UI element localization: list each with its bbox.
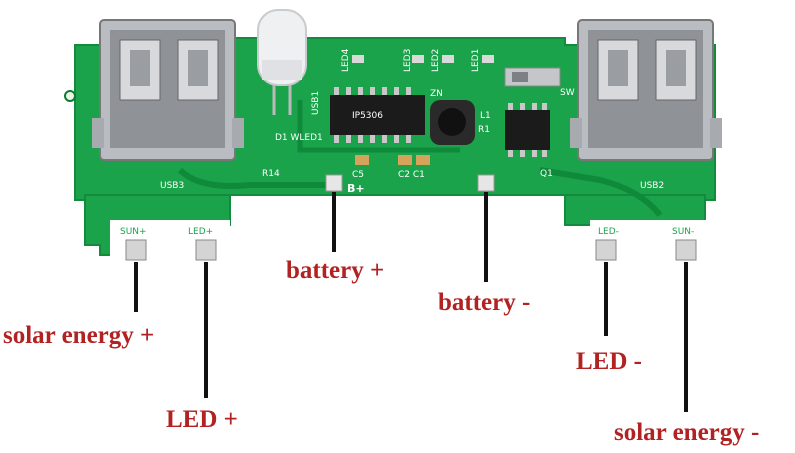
label-led-plus: LED + [166, 406, 238, 433]
pcb-trace-right [539, 167, 663, 217]
inductor [430, 100, 475, 145]
pcb-trace-mid [297, 100, 460, 153]
silk-sw: SW [560, 88, 575, 98]
silk-led3: LED3 [403, 49, 413, 72]
silk-led4: LED4 [341, 48, 351, 72]
silk-d1-wled1: D1 WLED1 [275, 133, 323, 143]
pad-sun-minus [675, 239, 697, 261]
silk-b-plus: B+ [347, 182, 365, 195]
silk-l1: L1 [480, 111, 491, 121]
silk-r1: R1 [478, 125, 490, 135]
pad-battery-plus [325, 174, 343, 192]
pad-battery-minus [477, 174, 495, 192]
label-led-minus: LED - [576, 348, 642, 375]
pad-led-plus [195, 239, 217, 261]
silk-zn: ZN [430, 89, 443, 99]
silk-led2: LED2 [431, 49, 441, 72]
main-ic [330, 87, 425, 143]
label-solar-minus: solar energy - [614, 419, 760, 446]
capacitor-c2 [398, 155, 412, 165]
silk-sun-minus: SUN- [672, 227, 694, 237]
silk-led-minus: LED- [598, 227, 619, 237]
silk-q1: Q1 [540, 169, 553, 179]
mosfet-ic [505, 103, 550, 157]
silk-ic: IP5306 [352, 111, 383, 121]
indicator-led-4 [352, 55, 364, 63]
mount-hole-left [64, 90, 76, 102]
silk-c5: C5 [352, 170, 364, 180]
usb-port-right [570, 19, 722, 161]
silk-usb3: USB3 [160, 181, 184, 191]
silk-sun-plus: SUN+ [120, 227, 147, 237]
pad-led-minus [595, 239, 617, 261]
indicator-led-3 [412, 55, 424, 63]
silk-led-plus: LED+ [188, 227, 213, 237]
indicator-led-2 [442, 55, 454, 63]
silk-led1: LED1 [471, 49, 481, 72]
usb-port-left [92, 19, 244, 161]
pad-sun-plus [125, 239, 147, 261]
silk-usb1: USB1 [311, 91, 321, 115]
slide-switch [504, 67, 561, 87]
silk-r14: R14 [262, 169, 280, 179]
label-solar-plus: solar energy + [3, 322, 155, 349]
pcb-trace-left [177, 167, 330, 189]
label-battery-plus: battery + [286, 257, 385, 284]
white-led [257, 9, 307, 115]
capacitor-c1 [416, 155, 430, 165]
label-battery-minus: battery - [438, 289, 531, 316]
capacitor-c5 [355, 155, 369, 165]
silk-usb2: USB2 [640, 181, 664, 191]
indicator-led-1 [482, 55, 494, 63]
silk-c2-c1: C2 C1 [398, 170, 425, 180]
